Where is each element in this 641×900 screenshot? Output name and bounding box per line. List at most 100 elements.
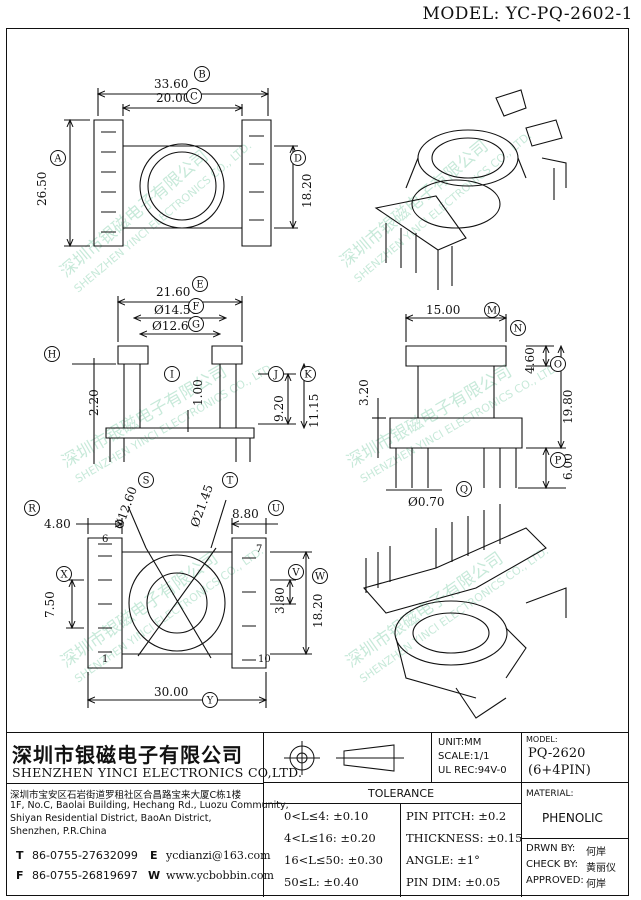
- scale-text: SCALE:1/1: [438, 751, 490, 762]
- model-cell: MODEL: PQ-2620 (6+4PIN): [522, 733, 629, 783]
- dim-tag-i: I: [164, 366, 180, 382]
- svg-text:Y: Y: [206, 696, 214, 707]
- material-header: MATERIAL:: [526, 789, 574, 799]
- approval-cell: DRWN BY: 何岸 CHECK BY: 黄丽仪 APPROVED: 何岸: [522, 839, 629, 897]
- fax-value: 86-0755-26819697: [32, 869, 138, 882]
- fax-label: F: [16, 869, 24, 882]
- dim-G-value: Ø12.60: [152, 319, 196, 333]
- dim-tag-k: K: [300, 366, 316, 382]
- dim-tag-o: O: [550, 356, 566, 372]
- svg-text:O: O: [554, 360, 562, 371]
- dim-D-value: 18.20: [300, 174, 314, 208]
- svg-text:SHENZHEN YINCI ELECTRONICS CO.: SHENZHEN YINCI ELECTRONICS CO., LTD.: [357, 544, 551, 685]
- dim-tag-v: V: [288, 564, 304, 580]
- svg-text:深圳市银磁电子有限公司: 深圳市银磁电子有限公司: [59, 362, 231, 473]
- company-name-cn: 深圳市银磁电子有限公司: [12, 743, 243, 767]
- dim-tag-r: R: [24, 500, 40, 516]
- dim-R-value: 4.80: [44, 517, 71, 531]
- email-value[interactable]: ycdianzi@163.com: [166, 849, 271, 862]
- company-name-en: SHENZHEN YINCI ELECTRONICS CO,LTD.: [12, 765, 303, 780]
- dim-tag-b: B: [194, 66, 210, 82]
- drawing-frame: [6, 28, 629, 896]
- svg-text:F: F: [193, 302, 200, 313]
- technical-drawing: 深圳市银磁电子有限公司 SHENZHEN YINCI ELECTRONICS C…: [24, 66, 575, 719]
- dim-V-value: 3.80: [273, 587, 287, 614]
- tolerance-right-1: PIN PITCH: ±0.2: [406, 809, 507, 823]
- pin-10-label: 10: [258, 654, 271, 665]
- tolerance-right-4: PIN DIM: ±0.05: [406, 875, 501, 889]
- address-en-3: Shenzhen, P.R.China: [10, 826, 107, 837]
- svg-text:深圳市银磁电子有限公司: 深圳市银磁电子有限公司: [344, 362, 516, 473]
- front-view-dimensions: [72, 296, 304, 464]
- tel-value: 86-0755-27632099: [32, 849, 138, 862]
- svg-text:P: P: [555, 456, 562, 467]
- svg-text:深圳市银磁电子有限公司: 深圳市银磁电子有限公司: [336, 136, 492, 272]
- dim-tag-s: S: [138, 472, 154, 488]
- material-cell: MATERIAL: PHENOLIC: [522, 783, 629, 839]
- pin-1-label: 1: [102, 654, 108, 665]
- dim-tag-q: Q: [456, 481, 472, 497]
- ul-rec-text: UL REC:94V-0: [438, 765, 507, 776]
- tolerance-right-2: THICKNESS: ±0.15: [406, 831, 523, 845]
- dim-tag-g: G: [188, 316, 204, 332]
- svg-text:X: X: [60, 570, 68, 581]
- tolerance-title: TOLERANCE: [368, 787, 435, 800]
- dim-tag-j: J: [268, 366, 284, 382]
- dim-tag-w: W: [312, 568, 328, 584]
- dim-X-value: 7.50: [43, 591, 57, 618]
- dim-tag-f: F: [188, 298, 204, 314]
- material-value: PHENOLIC: [542, 811, 603, 825]
- approved-label: APPROVED:: [526, 875, 584, 886]
- unit-text: UNIT:MM: [438, 737, 482, 748]
- dim-M-value: 15.00: [426, 303, 460, 317]
- svg-text:I: I: [170, 370, 174, 381]
- email-label: E: [150, 849, 158, 862]
- dim-I-value: 1.00: [191, 379, 205, 406]
- dim-tag-a: A: [50, 150, 66, 166]
- svg-text:SHENZHEN YINCI ELECTRONICS CO.: SHENZHEN YINCI ELECTRONICS CO., LTD.: [72, 139, 255, 295]
- svg-text:SHENZHEN YINCI ELECTRONICS CO.: SHENZHEN YINCI ELECTRONICS CO., LTD.: [358, 361, 562, 486]
- tolerance-left-4: 50≤L: ±0.40: [284, 875, 359, 889]
- dim-B-value: 33.60: [154, 77, 188, 91]
- front-view: [105, 345, 255, 462]
- svg-text:J: J: [273, 370, 278, 381]
- drawn-by-label: DRWN BY:: [526, 843, 576, 854]
- svg-text:D: D: [294, 154, 302, 165]
- dim-tag-e: E: [192, 276, 208, 292]
- drawn-by-value: 何岸: [586, 847, 606, 858]
- dim-3-20-value: 3.20: [357, 379, 371, 406]
- svg-text:K: K: [304, 370, 312, 381]
- dim-O-value: 19.80: [561, 390, 575, 424]
- svg-text:Q: Q: [460, 485, 468, 496]
- dim-W-value: 18.20: [311, 594, 325, 628]
- pin-7-label: 7: [256, 544, 262, 555]
- bottom-view: [87, 537, 267, 669]
- dim-tag-x: X: [56, 566, 72, 582]
- dim-L-value: 2.20: [87, 389, 101, 416]
- svg-text:深圳市银磁电子有限公司: 深圳市银磁电子有限公司: [342, 548, 507, 672]
- isometric-bottom-view: [363, 504, 567, 719]
- svg-text:R: R: [28, 504, 36, 515]
- web-value[interactable]: www.ycbobbin.com: [166, 869, 274, 882]
- svg-text:B: B: [198, 70, 205, 81]
- web-label: W: [148, 869, 161, 882]
- check-by-value: 黄丽仪: [586, 863, 616, 874]
- dim-tag-u: U: [268, 500, 284, 516]
- isometric-top-view: [374, 89, 567, 290]
- svg-text:S: S: [143, 476, 150, 487]
- top-view-dimensions: [64, 88, 298, 246]
- dim-U-value: 8.80: [232, 507, 259, 521]
- dim-K-value: 11.15: [307, 394, 321, 428]
- model-header: MODEL:: [526, 735, 558, 744]
- address-en-1: 1F, No.C, Baolai Building, Hechang Rd., …: [10, 800, 289, 811]
- dim-T-value: Ø21.45: [188, 483, 216, 529]
- dim-tag-y: Y: [202, 692, 218, 708]
- pin-6-label: 6: [102, 534, 108, 545]
- dim-tag-m: M: [484, 302, 500, 318]
- address-en-2: Shiyan Residential District, BaoAn Distr…: [10, 813, 212, 824]
- model-label: MODEL: YC-PQ-2602-1: [422, 4, 633, 24]
- dim-tag-c: C: [186, 88, 202, 104]
- dim-Q-value: Ø0.70: [408, 495, 445, 509]
- dim-Y-value: 30.00: [154, 685, 188, 699]
